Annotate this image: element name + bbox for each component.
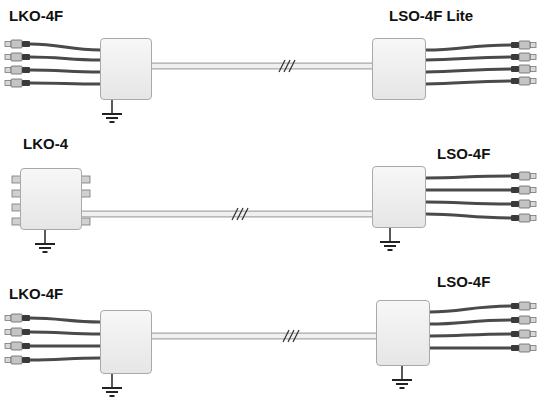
cable-outline: [82, 211, 372, 218]
cable-break-mark: [289, 60, 295, 72]
cable-break-mark: [293, 330, 299, 342]
device-name: LSO-4F Lite: [389, 7, 473, 25]
coax-cable: [426, 214, 512, 218]
coax-cable: [426, 69, 512, 72]
coax-cable: [30, 57, 100, 60]
bnc-port: [81, 176, 90, 183]
bnc-plug: [511, 186, 536, 194]
cable-sheath: [82, 212, 372, 217]
coax-cable: [430, 347, 512, 350]
bnc-plug: [511, 53, 536, 61]
device-name: LKO-4F: [9, 285, 63, 303]
device-name: LSO-4F: [437, 273, 490, 291]
bnc-plug: [5, 314, 30, 322]
bnc-plug: [511, 77, 536, 85]
coax-cable: [426, 189, 512, 192]
bnc-plug: [511, 316, 536, 324]
cable-break-mark: [288, 330, 294, 342]
coax-cable: [426, 176, 512, 218]
cable-break-mark: [283, 330, 289, 342]
coax-cable: [426, 176, 512, 178]
bnc-plug: [5, 328, 30, 336]
cable-break-mark: [232, 208, 238, 220]
cable: [152, 66, 372, 67]
bnc-plug: [5, 356, 30, 364]
bnc-plug: [5, 66, 30, 74]
coax-cable: [30, 345, 100, 348]
coax-cable: [30, 318, 100, 322]
coax-cable: [430, 334, 512, 336]
bnc-plug: [511, 302, 536, 310]
bnc-plug: [5, 53, 30, 61]
cable: [152, 336, 376, 337]
cable-break-mark: [232, 60, 299, 342]
cable-outline: [152, 63, 372, 70]
bnc-plug: [511, 344, 536, 352]
device-box: LKO-4F: [100, 38, 152, 100]
bnc-plug: [5, 79, 30, 87]
coax-cable: [426, 81, 512, 84]
coax-cable: [426, 57, 512, 60]
cable: [82, 214, 372, 215]
bnc-plug: [511, 65, 536, 73]
cable-break-mark: [279, 60, 285, 72]
coax-cable: [30, 358, 100, 360]
bnc-plug: [511, 41, 536, 49]
bnc-port: [81, 218, 90, 225]
bnc-port: [81, 190, 90, 197]
device-name: LSO-4F: [437, 145, 490, 163]
device-box: LSO-4F Lite: [372, 38, 426, 100]
coax-cable: [430, 320, 512, 324]
coax-cable: [426, 45, 512, 50]
ground-symbol: [102, 100, 122, 122]
coax-cable: [30, 44, 100, 84]
coax-cable: [30, 83, 100, 84]
device-name: LKO-4: [23, 135, 68, 153]
coax-cable: [426, 202, 512, 204]
cable-outline: [152, 333, 376, 340]
bnc-plug: [511, 172, 536, 180]
device-box: LKO-4F: [100, 310, 152, 374]
cable-sheath: [152, 334, 376, 339]
ground-symbol: [35, 230, 55, 252]
coax-cable: [30, 44, 100, 50]
ground-symbol: [102, 374, 122, 396]
bnc-plug: [511, 200, 536, 208]
bnc-plug: [511, 214, 536, 222]
coax-cable: [430, 306, 512, 312]
device-box: LSO-4F: [372, 166, 426, 228]
coax-cable: [30, 318, 100, 360]
coax-cable: [430, 306, 512, 348]
bnc-plug: [5, 40, 30, 48]
bnc-plug: [511, 330, 536, 338]
device-box: LKO-4: [20, 168, 82, 230]
cable-break-mark: [242, 208, 248, 220]
device-name: LKO-4F: [9, 7, 63, 25]
coax-cable: [30, 70, 100, 72]
cable-break-mark: [237, 208, 243, 220]
ground-symbol: [392, 366, 412, 388]
device-box: LSO-4F: [376, 300, 430, 366]
cable-sheath: [152, 64, 372, 69]
cable-break-mark: [284, 60, 290, 72]
coax-cable: [30, 332, 100, 334]
coax-cable: [426, 45, 512, 84]
bnc-plug: [5, 342, 30, 350]
ground-symbol: [380, 228, 400, 250]
